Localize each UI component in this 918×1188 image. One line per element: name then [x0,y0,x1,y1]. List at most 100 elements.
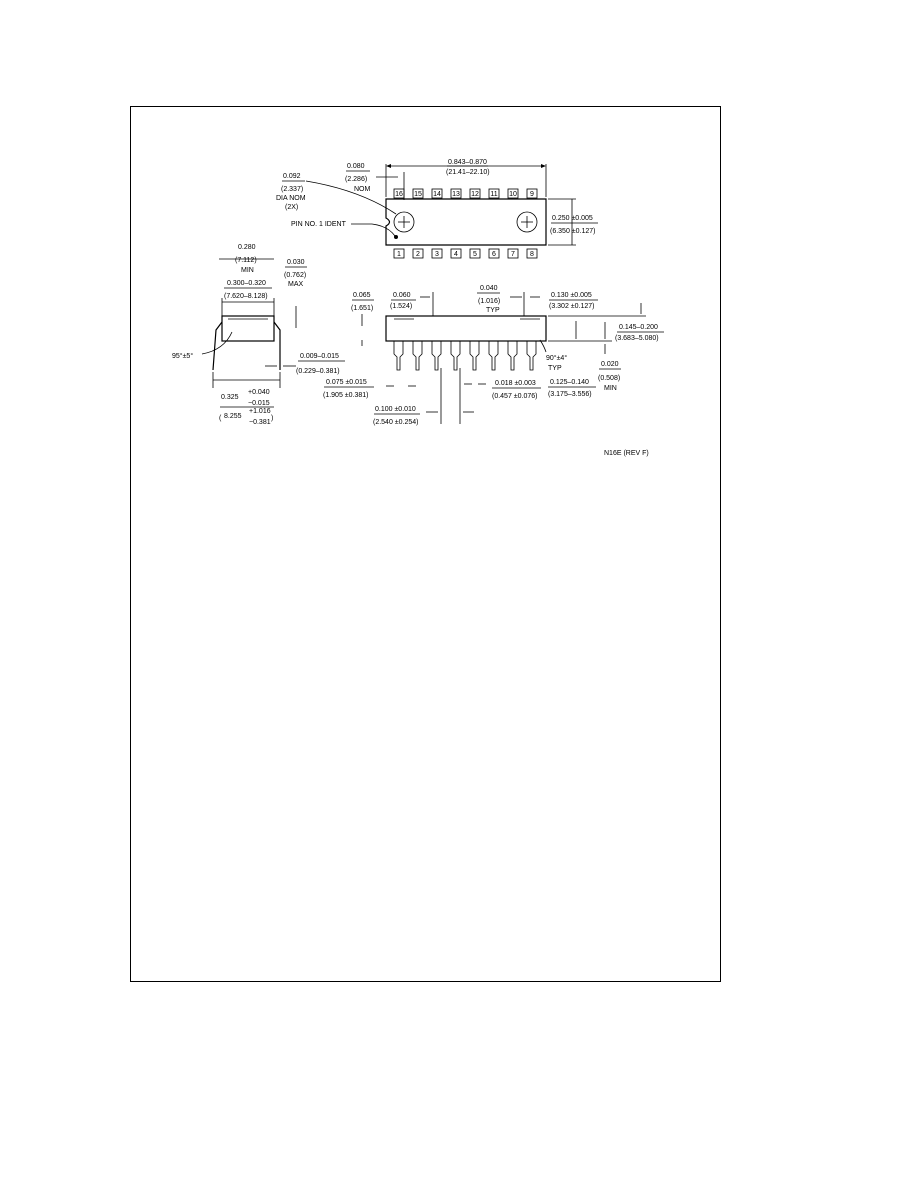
pin-top: 15 [412,188,424,199]
pin-number: 13 [452,191,460,198]
dim-length-mm: (21.41–22.10) [446,169,490,176]
side-dim-d-mm: (3.302 ±0.127) [549,303,594,310]
side-lead [488,341,499,371]
dim-hole-mm: (2.337) [281,186,303,193]
pin-bottom: 8 [526,248,538,259]
side-dim-e-in: 0.145–0.200 [619,324,658,331]
dim-width-mm: (6.350 ±0.127) [550,228,595,235]
side-dim-g-mm: (3.175–3.556) [548,391,592,398]
side-dim-h-in: 0.075 ±0.015 [326,379,367,386]
pin-number: 4 [454,251,458,258]
dim-length-in: 0.843–0.870 [448,159,487,166]
side-dim-f-note: MIN [604,385,617,392]
pin-number: 8 [530,251,534,258]
side-lead [431,341,442,371]
pin16-hole-icon [516,211,538,233]
pin-number: 14 [433,191,441,198]
side-lead [450,341,461,371]
pin-bottom: 5 [469,248,481,259]
drawing-code: N16E (REV F) [604,450,649,457]
pin-number: 9 [530,191,534,198]
side-dim-b-mm: (1.524) [390,303,412,310]
side-lead [526,341,537,371]
side-lead [393,341,404,371]
pin-number: 1 [397,251,401,258]
pin1-ident-label: PIN NO. 1 IDENT [291,221,347,228]
side-dim-b-in: 0.060 [393,292,411,299]
side-dim-c-note: TYP [486,307,500,314]
pin-top: 10 [507,188,519,199]
end-dim-c-in: 0.030 [287,259,305,266]
side-dim-f-in: 0.020 [601,361,619,368]
side-dim-a-mm: (1.651) [351,305,373,312]
pin-bottom: 2 [412,248,424,259]
pin-top: 14 [431,188,443,199]
end-dim-a-note: MIN [241,267,254,274]
side-dim-j-mm: (2.540 ±0.254) [373,419,418,426]
pin-bottom: 6 [488,248,500,259]
side-view: 0.065 (1.651) 0.060 (1.524) 0.040 (1.016… [323,285,664,426]
pin-top: 12 [469,188,481,199]
side-dim-i-in: 0.018 ±0.003 [495,380,536,387]
pin-top: 11 [488,188,500,199]
end-dim-span-tol-plus: +0.040 [248,389,270,396]
side-dim-d-in: 0.130 ±0.005 [551,292,592,299]
side-dim-g-in: 0.125–0.140 [550,379,589,386]
end-dim-b-in: 0.300–0.320 [227,280,266,287]
dim-hole-note1: DIA NOM [276,195,306,202]
side-dim-c-in: 0.040 [480,285,498,292]
side-dim-j-in: 0.100 ±0.010 [375,406,416,413]
dim-notch-mm: (2.286) [345,176,367,183]
side-dim-f-mm: (0.508) [598,375,620,382]
end-dim-lead-mm: (0.229–0.381) [296,368,340,375]
end-dim-b-mm: (7.620–8.128) [224,293,268,300]
pin-top: 9 [526,188,538,199]
pin1-hole-icon [393,211,415,233]
pin-bottom: 3 [431,248,443,259]
pin-number: 5 [473,251,477,258]
side-angle: 90°±4° [546,354,567,362]
dim-notch-note: NOM [354,186,371,193]
dim-hole-in: 0.092 [283,173,301,180]
pin-top: 13 [450,188,462,199]
side-dim-i-mm: (0.457 ±0.076) [492,393,537,400]
side-lead [412,341,423,371]
svg-text:(: ( [219,415,222,422]
side-angle-note: TYP [548,365,562,372]
pin-bottom: 7 [507,248,519,259]
pin-number: 11 [490,191,497,198]
side-dim-h-mm: (1.905 ±0.381) [323,392,368,399]
pin-number: 2 [416,251,420,258]
side-lead [507,341,518,371]
pin-bottom: 4 [450,248,462,259]
side-dim-e-mm: (3.683–5.080) [615,335,659,342]
pin-bottom: 1 [393,248,405,259]
end-dim-span-mm-plus: +1.016 [249,408,271,415]
side-lead [469,341,480,371]
end-dim-c-mm: (0.762) [284,272,306,279]
pin-number: 6 [492,251,496,258]
dim-width-in: 0.250 ±0.005 [552,215,593,222]
pin-number: 12 [471,191,479,198]
drawing-frame [130,106,721,982]
pin-number: 3 [435,251,439,258]
end-dim-a-mm: (7.112) [235,257,257,264]
end-dim-span-mm-minus: −0.381 [249,419,271,426]
svg-text:): ) [271,415,273,422]
pin-number: 10 [509,191,517,198]
end-dim-c-note: MAX [288,281,304,288]
pin-number: 7 [511,251,515,258]
dim-notch-in: 0.080 [347,163,365,170]
pin-number: 16 [395,191,403,198]
side-dim-a-in: 0.065 [353,292,371,299]
side-dim-c-mm: (1.016) [478,298,500,305]
end-dim-lead-in: 0.009–0.015 [300,353,339,360]
dim-hole-note2: (2X) [285,204,298,211]
end-dim-span-in: 0.325 [221,394,239,401]
end-angle: 95°±5° [172,352,193,360]
end-dim-span-tol-minus: −0.015 [248,400,270,407]
end-dim-span-mm: 8.255 [224,413,242,420]
pin-top: 16 [393,188,405,199]
